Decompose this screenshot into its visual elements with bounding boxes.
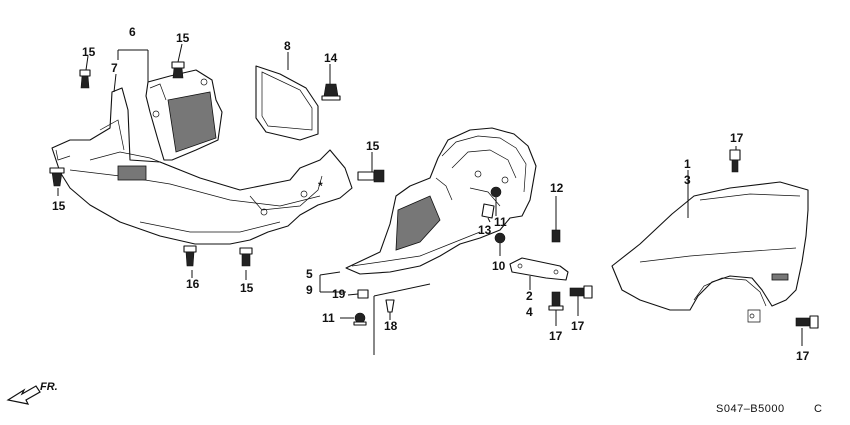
callout-10: 10	[492, 259, 506, 273]
callout-12: 12	[550, 181, 564, 195]
callout-1: 1	[684, 157, 691, 171]
callout-14: 14	[324, 51, 338, 65]
clip-13	[481, 203, 495, 219]
callout-6: 6	[129, 25, 136, 39]
callout-15: 15	[82, 45, 96, 59]
callout-15: 15	[52, 199, 66, 213]
splash-shield	[51, 87, 353, 245]
clip-15-c	[49, 167, 65, 187]
callout-11: 11	[494, 215, 507, 229]
leader-lines	[57, 43, 803, 355]
callout-2: 2	[526, 289, 533, 303]
callout-15: 15	[366, 139, 380, 153]
bolt-17-d	[795, 315, 819, 329]
callout-13: 13	[478, 223, 492, 237]
callout-15: 15	[240, 281, 254, 295]
upper-bracket	[145, 69, 223, 161]
bolt-11-b	[353, 312, 367, 326]
front-direction-label: FR.	[40, 381, 58, 393]
callout-11: 11	[322, 311, 335, 325]
inner-fender	[345, 127, 537, 275]
callout-16: 16	[186, 277, 200, 291]
asterisk-mark: *	[318, 179, 323, 193]
callout-8: 8	[284, 39, 291, 53]
clip-19	[357, 289, 369, 299]
nut-12	[551, 229, 561, 243]
bolt-11-a	[490, 186, 502, 206]
callout-3: 3	[684, 173, 691, 187]
callout-17: 17	[549, 329, 563, 343]
diagram-code-suffix: C	[814, 403, 822, 415]
clip-15-e	[239, 247, 253, 267]
callout-7: 7	[111, 61, 118, 75]
bolt-17-c	[569, 285, 593, 299]
clip-15-a	[79, 69, 91, 89]
bolt-17-b	[548, 291, 564, 311]
callout-4: 4	[526, 305, 533, 319]
callout-5: 5	[306, 267, 313, 281]
clip-18	[385, 299, 395, 313]
callout-18: 18	[384, 319, 398, 333]
clip-14	[321, 83, 341, 101]
fender-bracket	[509, 257, 569, 281]
callout-17: 17	[730, 131, 744, 145]
bolt-10	[494, 232, 506, 244]
clip-16	[183, 245, 197, 267]
cover-panel	[255, 65, 319, 141]
bolt-17-a	[729, 149, 741, 173]
callout-17: 17	[571, 319, 585, 333]
callout-9: 9	[306, 283, 313, 297]
clip-15-b	[171, 61, 185, 79]
callout-19: 19	[332, 287, 346, 301]
front-fender	[611, 181, 809, 323]
callout-17: 17	[796, 349, 810, 363]
diagram-code: S047–B5000	[716, 403, 785, 415]
front-direction-arrow: FR.	[6, 381, 58, 405]
clip-15-d	[357, 169, 385, 183]
callout-15: 15	[176, 31, 190, 45]
